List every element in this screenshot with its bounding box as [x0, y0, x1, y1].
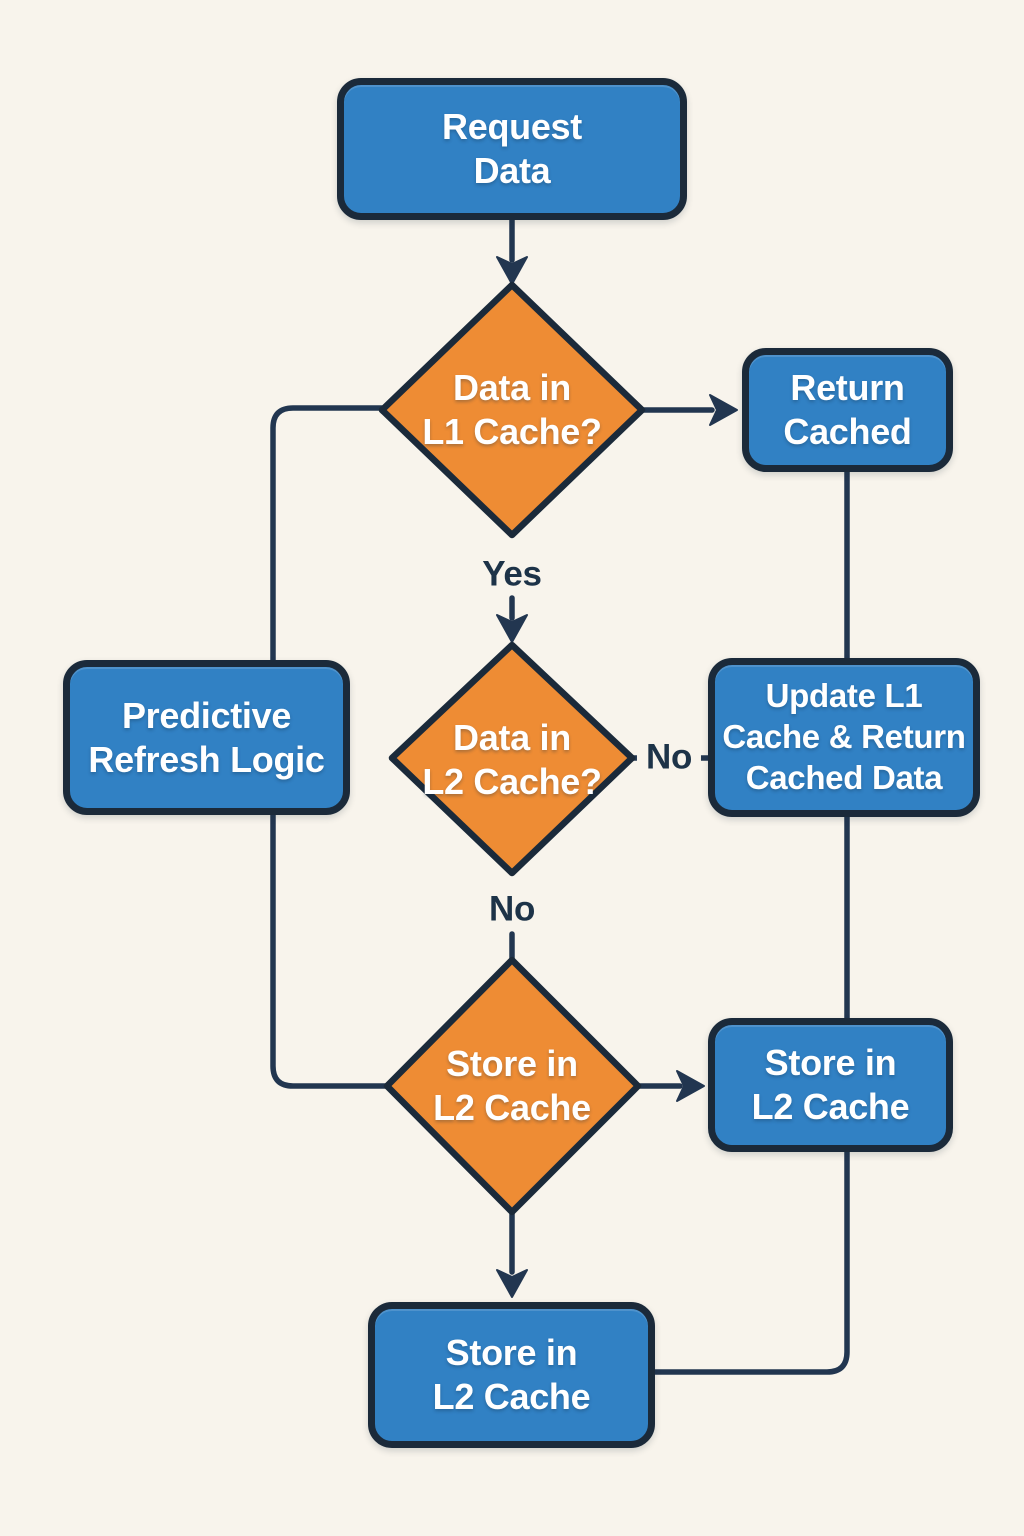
l2-decision-diamond [388, 641, 636, 877]
l1-decision-diamond [378, 281, 646, 539]
store-decision-diamond [383, 956, 642, 1216]
edge-label-yes: Yes [473, 554, 551, 594]
arrowhead-right-icon [676, 1070, 705, 1102]
request-data-label: Request Data [442, 106, 582, 191]
store-l2-right-label: Store in L2 Cache [751, 1042, 910, 1127]
update-l1-cache-label: Update L1 Cache & Return Cached Data [722, 677, 966, 796]
edge-label-no-bottom: No [479, 889, 545, 929]
arrowhead-down-icon [496, 256, 528, 285]
predictive-refresh-label: Predictive Refresh Logic [88, 694, 325, 780]
arrowhead-down-icon [496, 614, 528, 643]
request-data-node: Request Data [337, 78, 687, 220]
edge-return-bottomstore [652, 469, 850, 1375]
arrowhead-down-icon [496, 1269, 528, 1298]
store-l2-node-bottom: Store in L2 Cache [368, 1302, 655, 1448]
store-l2-node-right: Store in L2 Cache [708, 1018, 953, 1152]
edge-label-no-right: No [636, 737, 702, 777]
predictive-refresh-node: Predictive Refresh Logic [63, 660, 350, 815]
return-cached-node: Return Cached [742, 348, 953, 472]
arrowhead-right-icon [709, 394, 738, 426]
return-cached-label: Return Cached [783, 367, 912, 452]
store-l2-bottom-label: Store in L2 Cache [432, 1332, 591, 1417]
update-l1-cache-node: Update L1 Cache & Return Cached Data [708, 658, 980, 817]
